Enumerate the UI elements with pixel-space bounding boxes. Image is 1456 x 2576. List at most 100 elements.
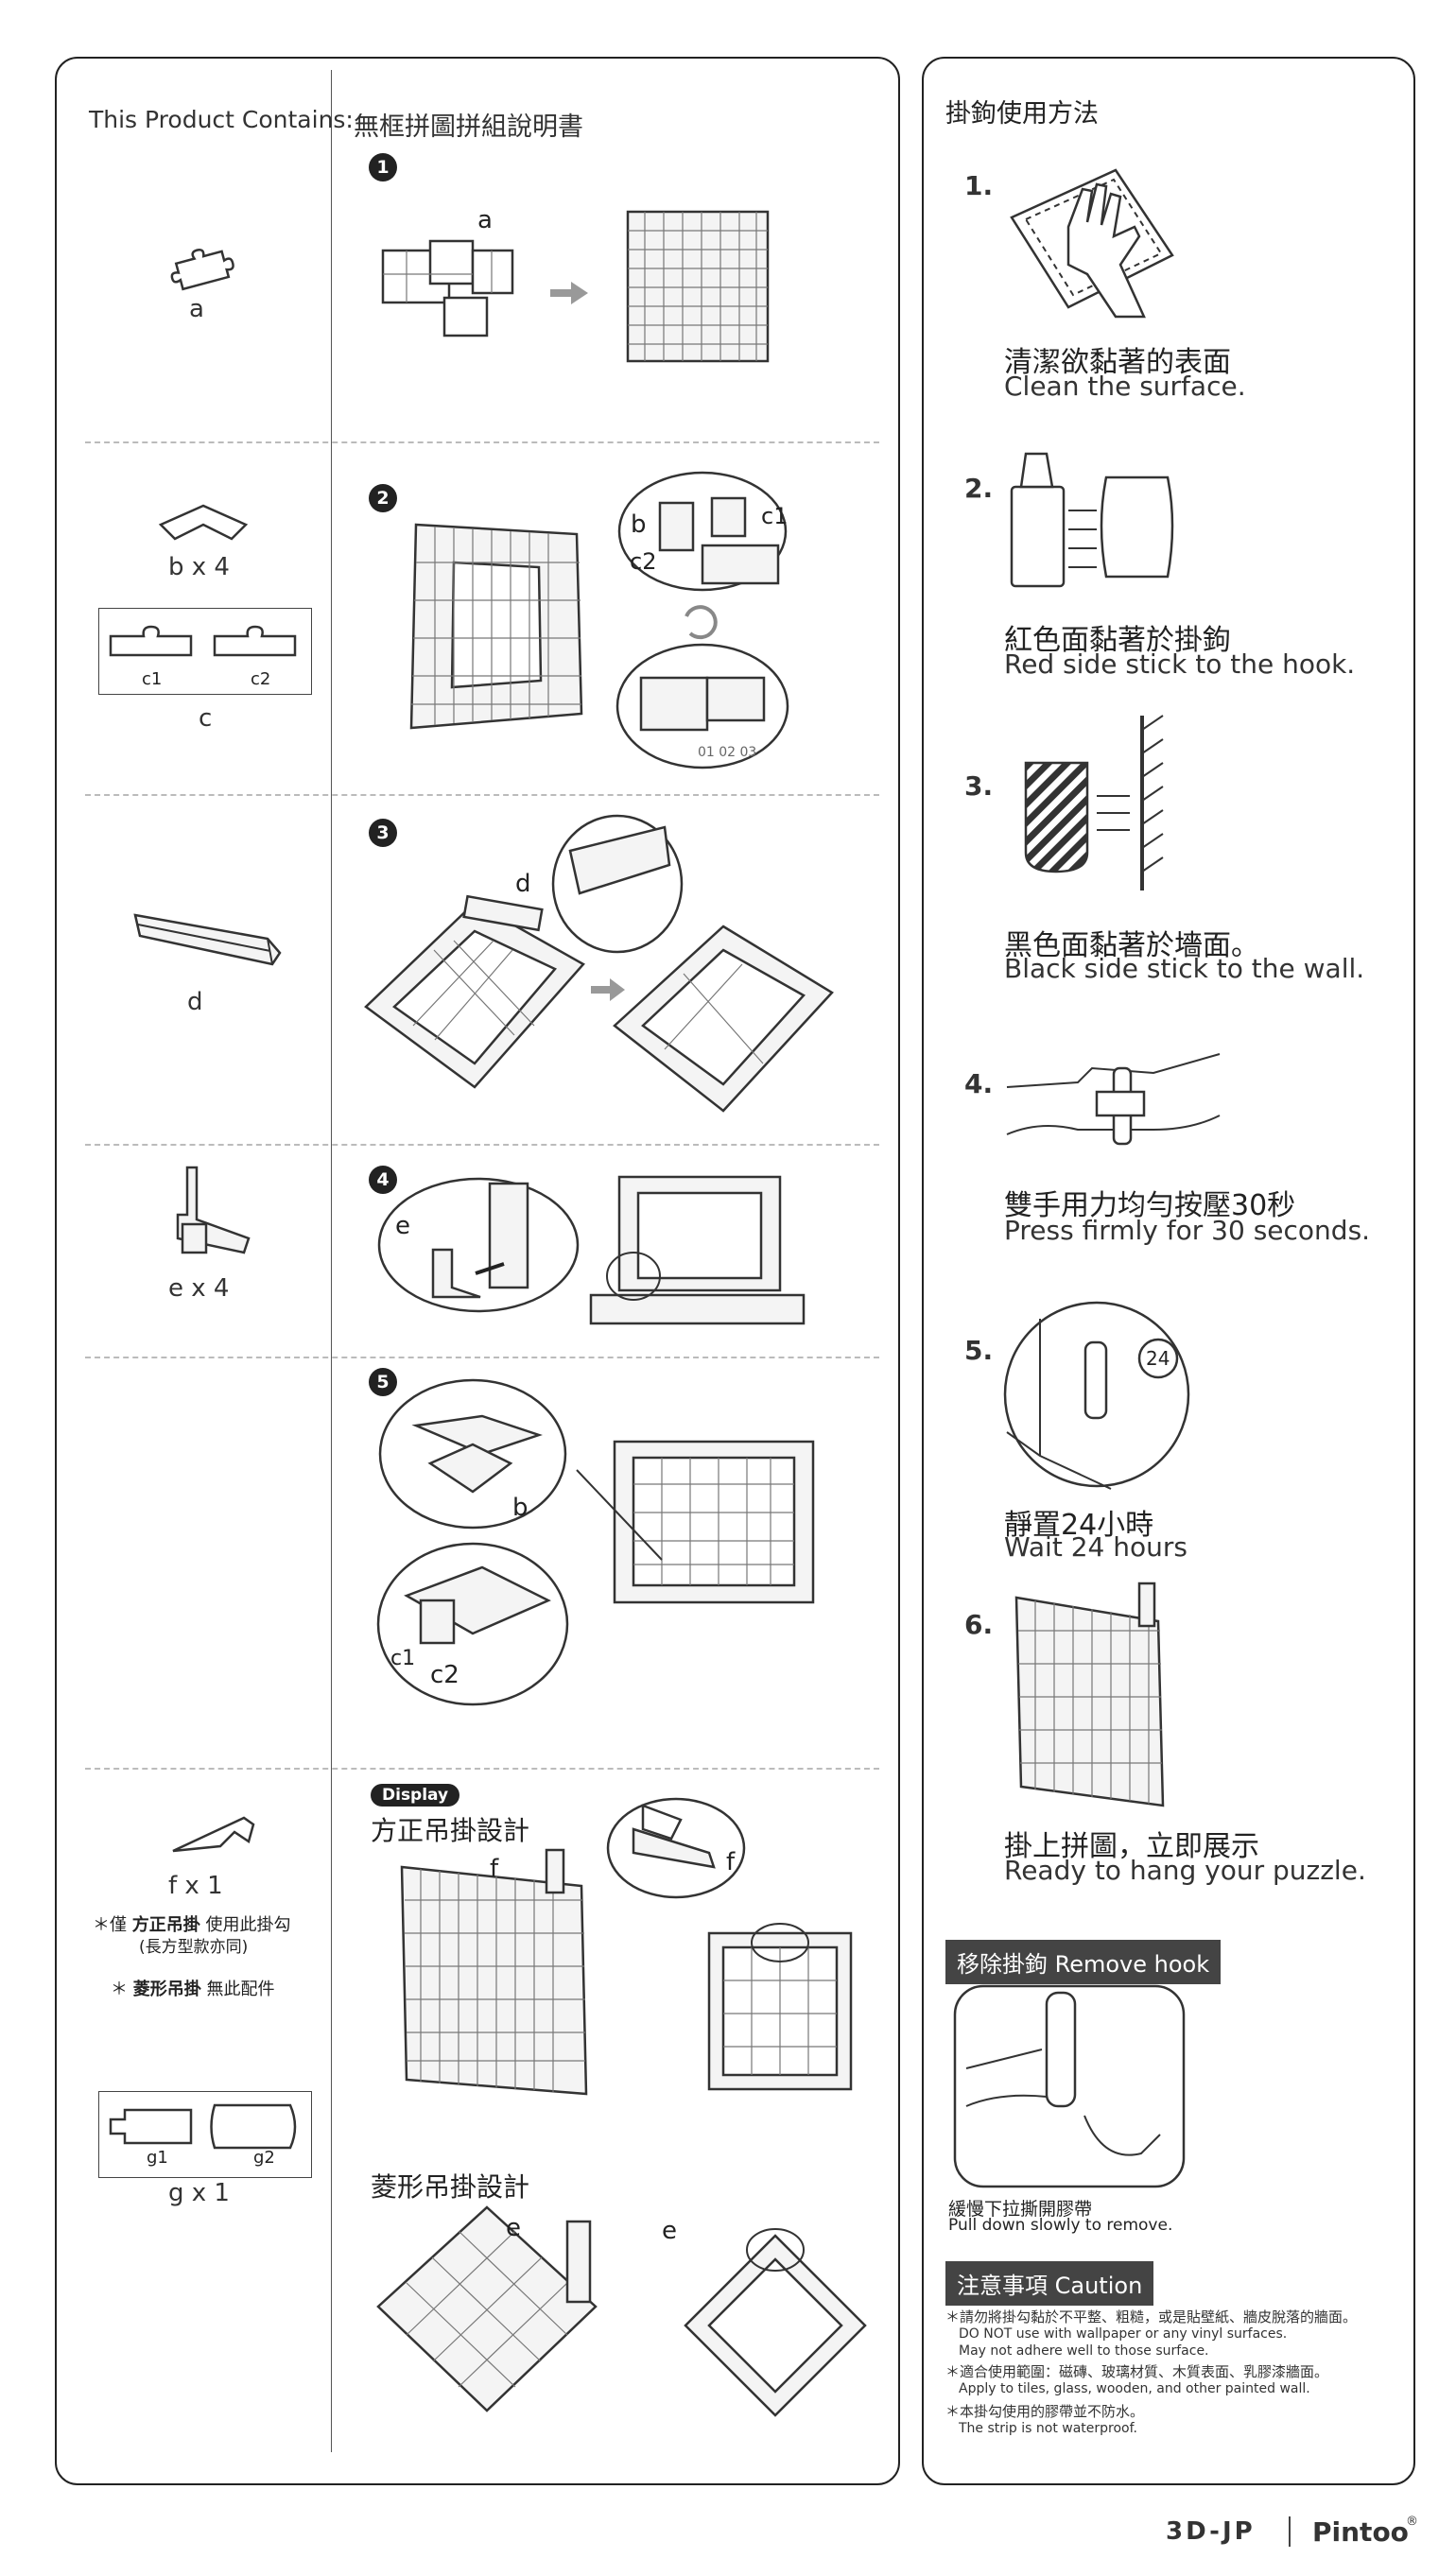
part-g2-label: g2 (253, 2148, 275, 2168)
arrow-right-icon (550, 282, 588, 304)
step-3-number: 3 (369, 819, 397, 847)
hook-step-2-en: Red side stick to the hook. (1004, 648, 1356, 680)
wait-24-hours-illustration (1003, 1301, 1190, 1490)
callout-c2: c2 (630, 548, 657, 575)
remove-hook-illustration (953, 1984, 1186, 2188)
hook-step-2-zh: 紅色面黏著於掛鉤 (1004, 624, 1231, 657)
hang-puzzle-illustration (1014, 1582, 1165, 1807)
callout-b: b (631, 510, 647, 539)
hook-step-5-en: Wait 24 hours (1004, 1531, 1187, 1563)
section-separator (85, 1144, 879, 1146)
corner-hook-e-icon (176, 1166, 251, 1254)
clock-24-label: 24 (1146, 1347, 1170, 1370)
hook-step-1-number: 1. (964, 170, 994, 201)
section-separator (85, 1357, 879, 1358)
step3-rail-detail-illustration (551, 814, 684, 954)
corner-piece-b-icon (158, 504, 249, 541)
clean-surface-illustration (1010, 168, 1174, 319)
part-d-label: d (187, 988, 203, 1016)
hook-step-2-number: 2. (964, 473, 994, 504)
part-g1-label: g1 (147, 2148, 168, 2168)
remove-hook-zh: 緩慢下拉撕開膠帶 (948, 2199, 1093, 2220)
hook-step-1-zh: 清潔欲黏著的表面 (1004, 346, 1231, 379)
hook-step-6-zh: 掛上拼圖，立即展示 (1004, 1830, 1259, 1863)
callout-c1-step5: c1 (390, 1647, 416, 1670)
part-g-box (98, 2091, 312, 2178)
arrow-right-icon (591, 978, 625, 1001)
section-separator (85, 441, 879, 443)
step4-frame-overview-illustration (589, 1175, 806, 1325)
caution-1-zh: ＊請勿將掛勾黏於不平整、粗糙，或是貼壁紙、牆皮脫落的牆面。 (945, 2308, 1358, 2325)
f-note1-bold: 方正吊掛 (131, 1915, 200, 1935)
section-separator (85, 1768, 879, 1770)
ruler-ticks: 01 02 03 (698, 745, 757, 760)
footer-brand-3djp: 3D-JP (1166, 2517, 1256, 2546)
remove-hook-en: Pull down slowly to remove. (948, 2216, 1173, 2235)
edge-strip-c-icon (109, 625, 297, 657)
remove-hook-title: 移除掛鉤 Remove hook (945, 1940, 1222, 1984)
puzzle-piece-a-icon (170, 248, 234, 291)
hook-step-6-number: 6. (964, 1609, 994, 1640)
step-4-number: 4 (369, 1166, 397, 1194)
adhesive-strip-g-icon (109, 2103, 297, 2150)
caution-3-en1: The strip is not waterproof. (959, 2421, 1137, 2436)
red-side-stick-illustration (1010, 452, 1174, 588)
caution-title: 注意事項 Caution (945, 2261, 1154, 2306)
step5-frame-overview-illustration (576, 1440, 815, 1604)
f-note-diamond: ＊ 菱形吊掛 無此配件 (111, 1976, 274, 2000)
part-c2-label: c2 (251, 669, 271, 689)
f-note-square: ＊僅 方正吊掛 使用此掛勾 (93, 1911, 290, 1936)
step1-assembled-puzzle-illustration (626, 210, 770, 363)
step3-frame-result-illustration (613, 925, 834, 1113)
part-c-label: c (199, 704, 213, 733)
diamond-frame-front-illustration (684, 2228, 867, 2417)
part-c-box (98, 608, 312, 695)
f-note-square-sub: (長方型款亦同) (139, 1938, 249, 1957)
part-g-label: g x 1 (168, 2179, 230, 2207)
section-separator (85, 794, 879, 796)
caution-item-2: ＊適合使用範圍：磁磚、玻璃材質、木質表面、乳膠漆牆面。 Apply to til… (945, 2363, 1328, 2397)
press-firmly-illustration (1006, 1053, 1221, 1146)
part-e-label: e x 4 (168, 1274, 230, 1303)
callout-e: e (395, 1212, 410, 1240)
step1-loose-pieces-illustration (381, 239, 514, 337)
hook-step-5-number: 5. (964, 1335, 994, 1366)
f-note1-prefix: ＊僅 (93, 1915, 127, 1935)
hook-step-6-en: Ready to hang your puzzle. (1004, 1855, 1366, 1886)
hook-usage-title: 掛鉤使用方法 (945, 99, 1099, 129)
step3-rail-attach-illustration (364, 894, 585, 1089)
square-frame-front-illustration (707, 1923, 853, 2091)
step5-corner-lock-illustration (376, 1378, 569, 1706)
contains-title: This Product Contains: (89, 106, 354, 133)
footer-brand-pintoo: Pintoo (1312, 2516, 1409, 2548)
hook-f-icon (172, 1816, 255, 1853)
callout-f: f (490, 1855, 499, 1883)
callout-e-diamond: e (506, 2214, 521, 2242)
callout-c1: c1 (761, 503, 789, 529)
callout-b-step5: b (512, 1494, 529, 1522)
caution-2-en1: Apply to tiles, glass, wooden, and other… (959, 2381, 1310, 2396)
frame-rail-d-icon (133, 913, 282, 966)
display-badge: Display (371, 1784, 460, 1807)
part-a-label: a (189, 295, 204, 323)
hook-step-3-zh: 黑色面黏著於墻面。 (1004, 929, 1259, 962)
callout-e-diamond-detail: e (662, 2217, 677, 2245)
hook-step-3-en: Black side stick to the wall. (1004, 953, 1365, 984)
square-hook-detail-illustration (606, 1797, 746, 1899)
hook-step-1-en: Clean the surface. (1004, 371, 1246, 402)
footer-registered-mark: ® (1406, 2515, 1418, 2529)
step-5-number: 5 (369, 1368, 397, 1396)
step4-corner-detail-illustration (377, 1177, 580, 1313)
part-c1-label: c1 (142, 669, 163, 689)
part-f-label: f x 1 (168, 1872, 223, 1900)
hook-step-5-zh: 靜置24小時 (1004, 1509, 1154, 1542)
hook-step-4-en: Press firmly for 30 seconds. (1004, 1215, 1371, 1246)
callout-f-detail: f (726, 1848, 736, 1876)
caution-1-en1: DO NOT use with wallpaper or any vinyl s… (959, 2326, 1288, 2342)
step2-frame-assembly-illustration (409, 523, 583, 730)
hook-step-3-number: 3. (964, 770, 994, 802)
diamond-display-title: 菱形吊掛設計 (371, 2171, 530, 2203)
manual-title: 無框拼圖拼組說明書 (354, 112, 583, 142)
square-display-title: 方正吊掛設計 (371, 1815, 530, 1846)
f-note2-prefix: ＊ (111, 1980, 128, 1999)
